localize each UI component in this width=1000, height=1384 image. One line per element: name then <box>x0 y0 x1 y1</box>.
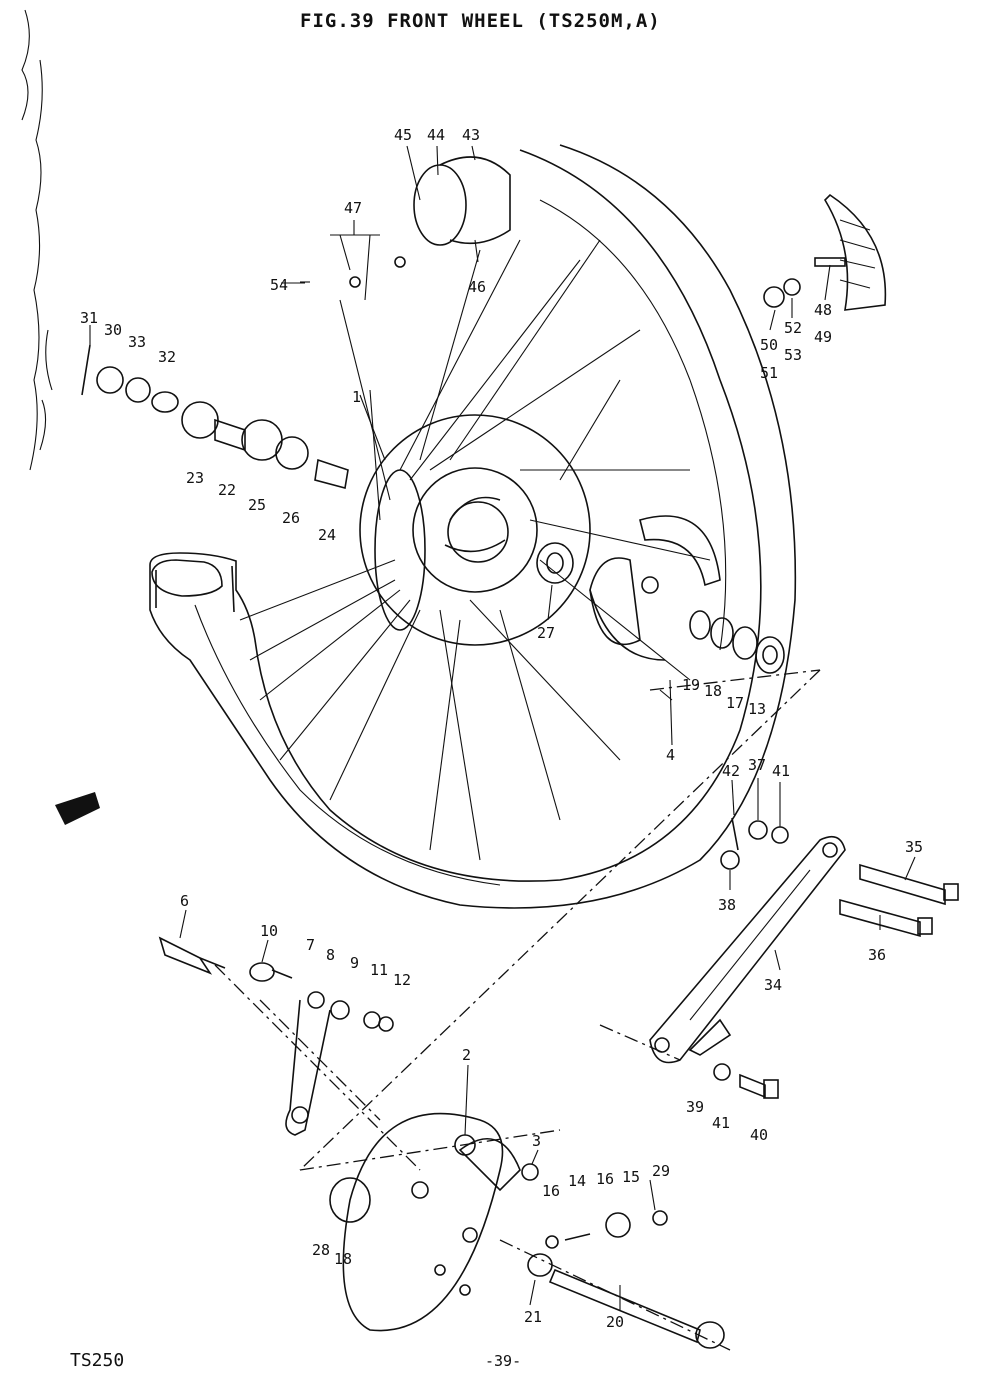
callout-39: 39 <box>686 1098 704 1116</box>
callout-10: 10 <box>260 922 278 940</box>
callout-49: 49 <box>814 328 832 346</box>
callout-41-lower: 41 <box>712 1114 730 1132</box>
callout-36: 36 <box>868 946 886 964</box>
callout-46: 46 <box>468 278 486 296</box>
callout-13: 13 <box>748 700 766 718</box>
callout-47: 47 <box>344 199 362 217</box>
callout-15: 15 <box>622 1168 640 1186</box>
bearing-stack-13-19 <box>689 610 785 674</box>
brake-panel-2 <box>329 1112 521 1332</box>
callout-34: 34 <box>764 976 782 994</box>
axle-left-parts <box>81 344 349 489</box>
callout-35: 35 <box>905 838 923 856</box>
callout-18-lower: 18 <box>334 1250 352 1268</box>
callout-28: 28 <box>312 1241 330 1259</box>
callout-38: 38 <box>718 896 736 914</box>
callout-32: 32 <box>158 348 176 366</box>
callout-17: 17 <box>726 694 744 712</box>
collar-27 <box>536 542 574 584</box>
callout-6: 6 <box>180 892 189 910</box>
callout-11: 11 <box>370 961 388 979</box>
front-tire <box>149 144 797 909</box>
model-label: TS250 <box>70 1350 125 1371</box>
brake-shoes-4 <box>589 515 721 661</box>
callout-16-right: 16 <box>596 1170 614 1188</box>
callout-4: 4 <box>666 746 675 764</box>
spoke-47 <box>300 234 406 301</box>
callout-20: 20 <box>606 1313 624 1331</box>
callout-29: 29 <box>652 1162 670 1180</box>
callout-37: 37 <box>748 756 766 774</box>
callout-18: 18 <box>704 682 722 700</box>
bolts-35-36 <box>839 863 959 938</box>
callout-33: 33 <box>128 333 146 351</box>
callout-48: 48 <box>814 301 832 319</box>
callout-12: 12 <box>393 971 411 989</box>
callout-30: 30 <box>104 321 122 339</box>
callout-54: 54 <box>270 276 288 294</box>
rim-band-43-44-45 <box>413 156 511 246</box>
page-number: -39- <box>485 1352 522 1370</box>
figure-title: FIG.39 FRONT WHEEL (TS250M,A) <box>300 10 661 32</box>
callout-41-upper: 41 <box>772 762 790 780</box>
wheel-spokes <box>239 239 711 861</box>
callout-31: 31 <box>80 309 98 327</box>
hardware-39-41-40 <box>688 1018 779 1099</box>
callout-50: 50 <box>760 336 778 354</box>
callout-51: 51 <box>760 364 778 382</box>
callout-23: 23 <box>186 469 204 487</box>
callout-16-left: 16 <box>542 1182 560 1200</box>
callout-2: 2 <box>462 1046 471 1064</box>
callout-1: 1 <box>352 388 361 406</box>
callout-8: 8 <box>326 946 335 964</box>
small-hardware-37-42 <box>720 817 789 870</box>
callout-21: 21 <box>524 1308 542 1326</box>
brake-cam-lever <box>158 936 394 1136</box>
callout-25: 25 <box>248 496 266 514</box>
callout-53: 53 <box>784 346 802 364</box>
callout-7: 7 <box>306 936 315 954</box>
nut-50-52 <box>763 278 801 308</box>
callout-22: 22 <box>218 481 236 499</box>
callout-3: 3 <box>532 1132 541 1150</box>
callout-labels: 45 44 43 47 46 54 48 49 52 53 50 51 31 3… <box>80 126 923 1331</box>
callout-44: 44 <box>427 126 445 144</box>
callout-14: 14 <box>568 1172 586 1190</box>
callout-9: 9 <box>350 954 359 972</box>
scan-noise <box>21 9 53 471</box>
callout-40: 40 <box>750 1126 768 1144</box>
front-axle-20 <box>521 1163 725 1349</box>
torque-link-34 <box>649 835 846 1064</box>
callout-42: 42 <box>722 762 740 780</box>
front-direction-arrow <box>55 792 100 825</box>
callout-45: 45 <box>394 126 412 144</box>
callout-19: 19 <box>682 676 700 694</box>
leader-lines <box>89 145 916 1310</box>
callout-43: 43 <box>462 126 480 144</box>
callout-52: 52 <box>784 319 802 337</box>
callout-24: 24 <box>318 526 336 544</box>
callout-26: 26 <box>282 509 300 527</box>
callout-27: 27 <box>537 624 555 642</box>
